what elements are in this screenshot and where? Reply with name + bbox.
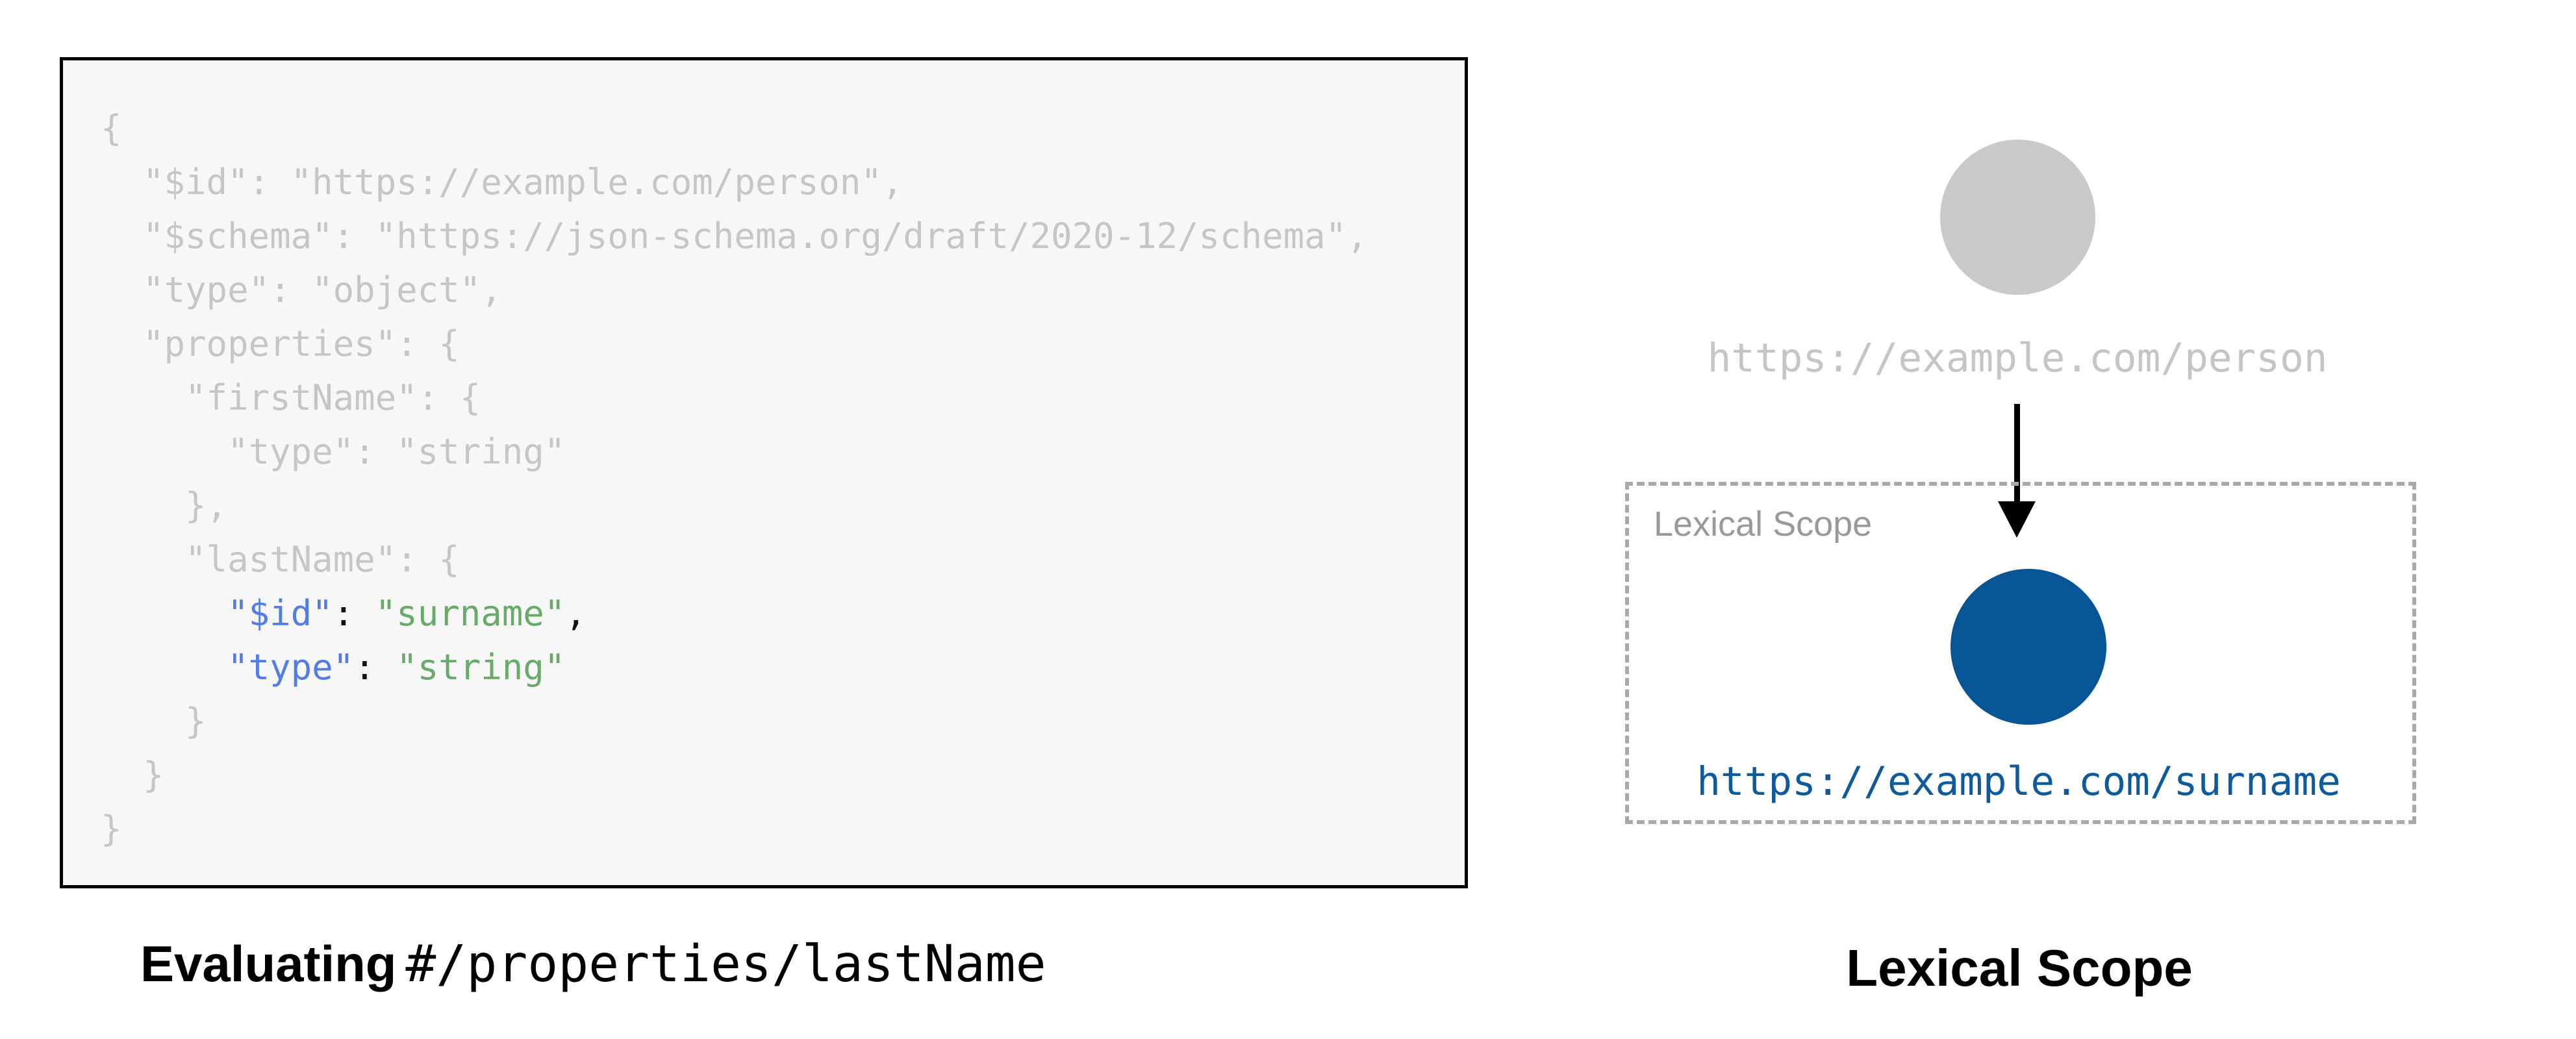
parent-schema-node bbox=[1940, 140, 2095, 295]
right-caption: Lexical Scope bbox=[1846, 939, 2193, 997]
caption-json-pointer: #/properties/lastName bbox=[405, 935, 1046, 994]
code-line: "lastName": { bbox=[101, 539, 460, 580]
down-arrow-shaft bbox=[2014, 404, 2020, 508]
code-line: "type": "object", bbox=[101, 269, 502, 310]
code-line: } bbox=[101, 701, 207, 742]
json-schema-code-block: { "$id": "https://example.com/person", "… bbox=[60, 57, 1468, 888]
code-line: } bbox=[101, 808, 122, 849]
code-line: "$id": "https://example.com/person", bbox=[101, 162, 903, 203]
code-line: } bbox=[101, 755, 164, 795]
code-line: "type": "string" bbox=[227, 647, 566, 688]
child-schema-node bbox=[1951, 569, 2106, 725]
code-line: }, bbox=[101, 485, 228, 526]
lexical-scope-box: Lexical Scope bbox=[1625, 482, 2416, 824]
code-line: { bbox=[101, 108, 122, 149]
down-arrow-head-icon bbox=[1998, 501, 2036, 538]
parent-schema-uri-label: https://example.com/person bbox=[1707, 335, 2328, 381]
code-line: "properties": { bbox=[101, 323, 460, 364]
code-line: "type": "string" bbox=[101, 431, 566, 472]
lexical-scope-box-label: Lexical Scope bbox=[1654, 505, 1873, 544]
code-line: "$id": "surname", bbox=[227, 593, 587, 634]
caption-evaluating-label: Evaluating bbox=[140, 935, 397, 992]
code-line: "firstName": { bbox=[101, 377, 481, 418]
left-caption: Evaluating#/properties/lastName bbox=[140, 934, 1046, 994]
code-line: "$schema": "https://json-schema.org/draf… bbox=[101, 216, 1368, 257]
code-lines: { "$id": "https://example.com/person", "… bbox=[63, 60, 1465, 885]
child-schema-uri-label: https://example.com/surname bbox=[1697, 758, 2341, 805]
